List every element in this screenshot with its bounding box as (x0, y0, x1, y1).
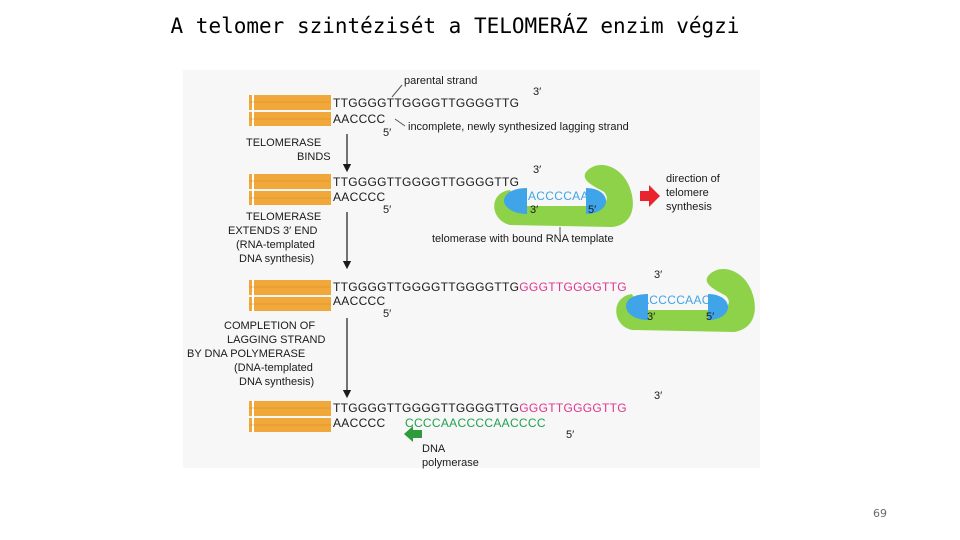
step-extends-line-2: EXTENDS 3′ END (228, 225, 318, 237)
top-strand-sequence: TTGGGGTTGGGGTTGGGGTTG (333, 280, 519, 294)
dna-duplex-step-3 (249, 280, 331, 311)
telomerase-template-label: telomerase with bound RNA template (432, 233, 614, 245)
top-strand-sequence: TTGGGGTTGGGGTTGGGGTTG (333, 175, 519, 189)
extended-top-strand: TTGGGGTTGGGGTTGGGGTTGGGGTTGGGGTTG (333, 280, 627, 294)
telomerase-enzyme-2 (616, 269, 755, 332)
top-strand-sequence: TTGGGGTTGGGGTTGGGGTTG (333, 401, 519, 415)
rna-template-sequence: ACCCCAAC (528, 189, 598, 203)
five-prime-end-label: 5′ (383, 127, 391, 139)
step-completion-line-4: (DNA-templated (234, 362, 313, 374)
polymerase-arrow (404, 426, 422, 442)
three-prime-end-label: 3′ (654, 390, 662, 402)
three-prime-end-label: 3′ (647, 311, 655, 323)
bottom-strand-sequence: AACCCC (333, 112, 386, 126)
step-completion-line-3: BY DNA POLYMERASE (187, 348, 305, 360)
slide-title: A telomer szintézisét a TELOMERÁZ enzim … (170, 14, 740, 38)
step-completion-line-2: LAGGING STRAND (227, 334, 325, 346)
five-prime-end-label: 5′ (383, 308, 391, 320)
extension-sequence: GGGTTGGGGTTG (519, 280, 627, 294)
dna-duplex-step-1 (249, 95, 331, 126)
lagging-fill-sequence: CCCCAACCCCAACCCC (405, 416, 546, 430)
telomerase-enzyme-1 (494, 165, 633, 227)
three-prime-end-label: 3′ (530, 204, 538, 216)
dna-duplex-step-2 (249, 174, 331, 205)
dna-polymerase-label-line-2: polymerase (422, 457, 479, 469)
five-prime-end-label: 5′ (588, 204, 596, 216)
dna-bar-top (249, 95, 331, 110)
direction-label-line-3: synthesis (666, 201, 712, 213)
top-strand-sequence: TTGGGGTTGGGGTTGGGGTTG (333, 96, 519, 110)
step-completion-line-5: DNA synthesis) (239, 376, 314, 388)
step-extends-line-4: DNA synthesis) (239, 253, 314, 265)
direction-label-line-1: direction of (666, 173, 721, 185)
rna-template-sequence: ACCCCAAC (641, 293, 711, 307)
extension-sequence: GGGTTGGGGTTG (519, 401, 627, 415)
bottom-strand-sequence: AACCCC (333, 190, 386, 204)
five-prime-end-label: 5′ (706, 311, 714, 323)
three-prime-end-label: 3′ (533, 86, 541, 98)
page-number: 69 (873, 507, 887, 520)
dna-polymerase-label-line-1: DNA (422, 443, 446, 455)
step-binds-line-2: BINDS (297, 151, 331, 163)
three-prime-end-label: 3′ (654, 269, 662, 281)
bottom-strand-sequence: AACCCC (333, 294, 386, 308)
five-prime-end-label: 5′ (383, 204, 391, 216)
five-prime-end-label: 5′ (566, 429, 574, 441)
bottom-strand-sequence: AACCCC (333, 416, 386, 430)
step-binds-line-1: TELOMERASE (246, 137, 321, 149)
dna-duplex-step-4 (249, 401, 331, 432)
step-extends-line-3: (RNA-templated (236, 239, 315, 251)
three-prime-end-label: 3′ (533, 164, 541, 176)
step-completion-line-1: COMPLETION OF (224, 320, 315, 332)
extended-top-strand: TTGGGGTTGGGGTTGGGGTTGGGGTTGGGGTTG (333, 401, 627, 415)
direction-arrow (640, 185, 660, 207)
step-extends-line-1: TELOMERASE (246, 211, 321, 223)
direction-label-line-2: telomere (666, 187, 709, 199)
parental-strand-label: parental strand (404, 75, 477, 87)
lagging-strand-label: incomplete, newly synthesized lagging st… (408, 121, 629, 133)
